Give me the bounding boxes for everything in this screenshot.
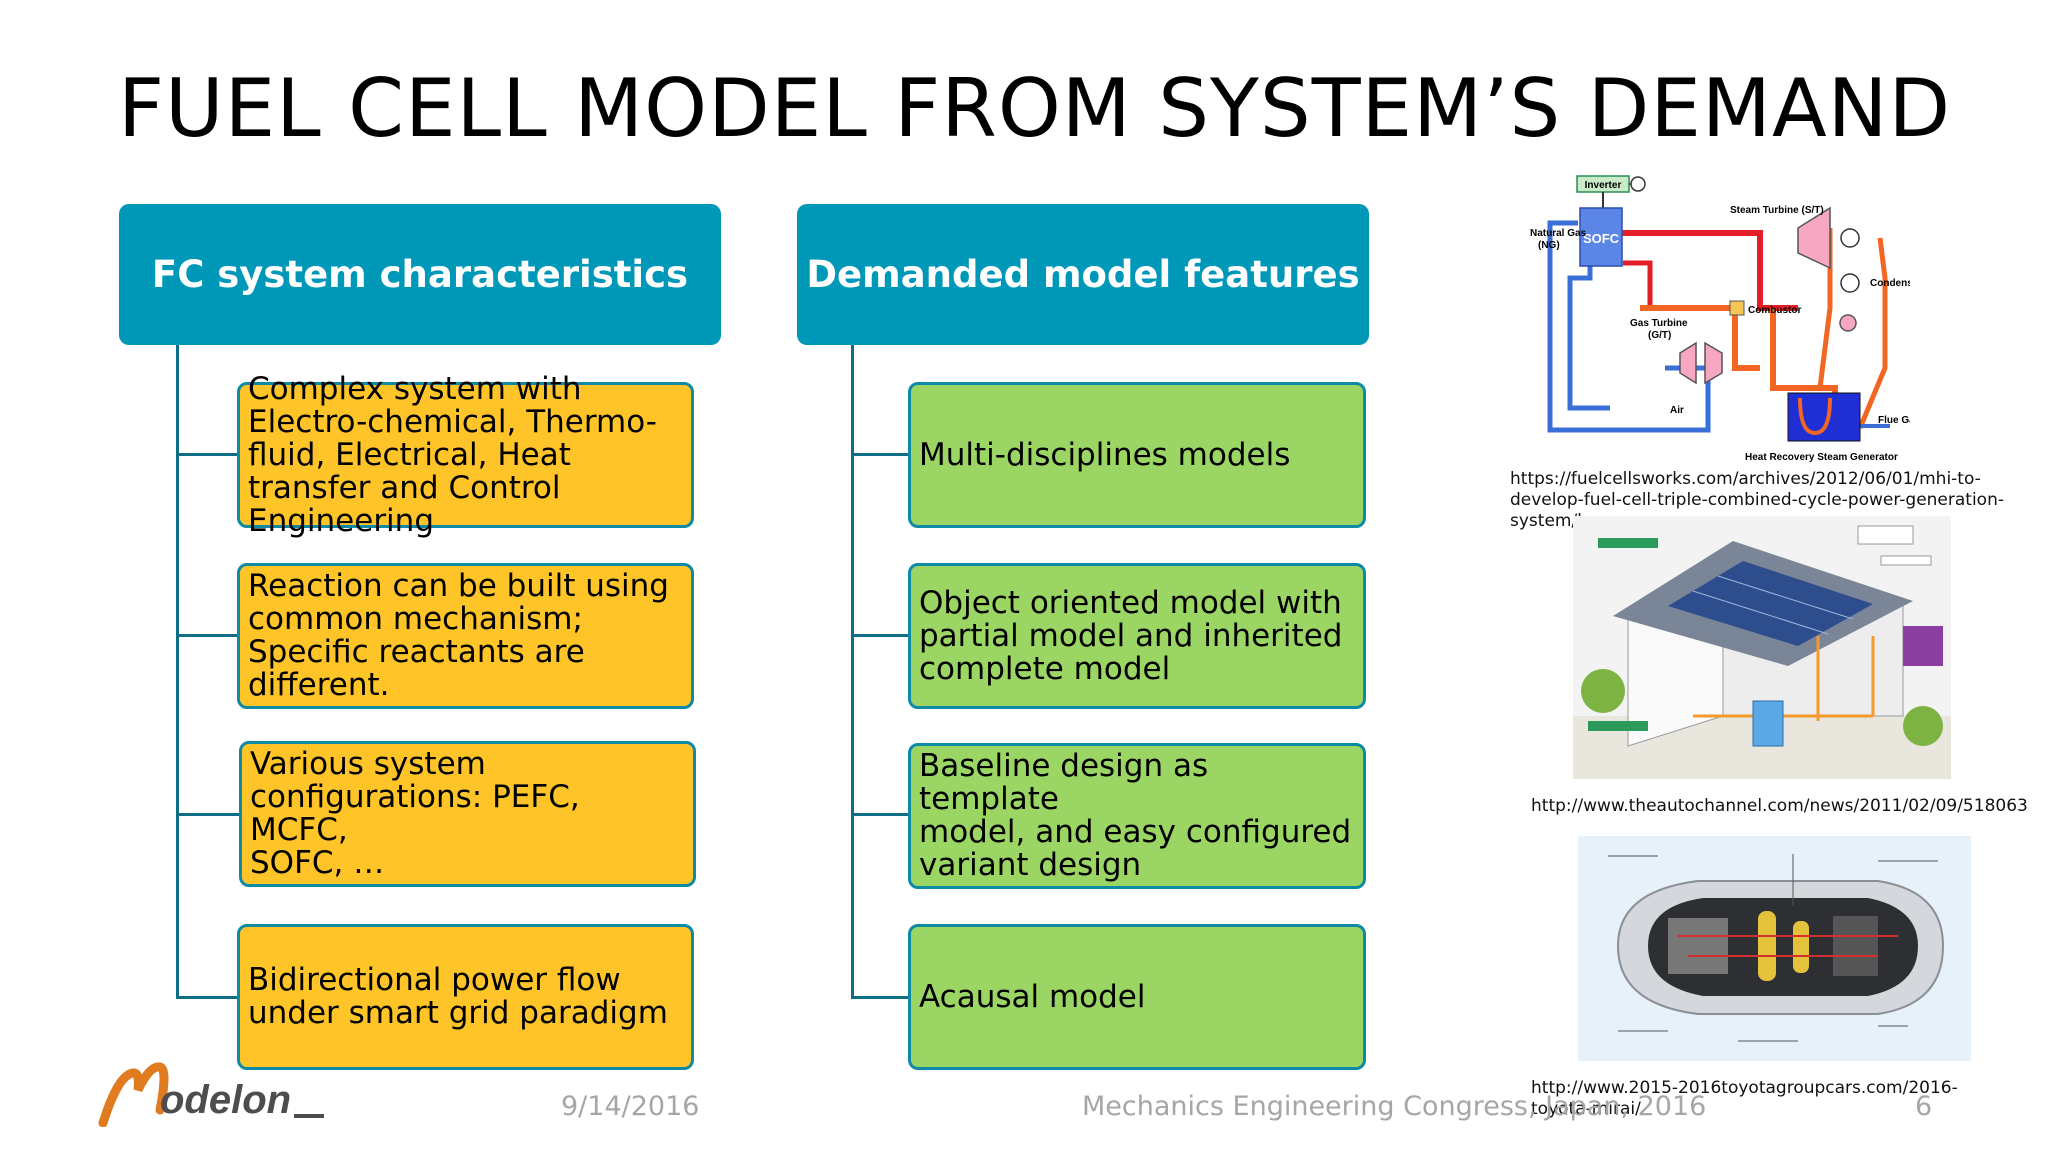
air-label: Air xyxy=(1670,405,1684,416)
right-branch-1 xyxy=(851,453,909,456)
right-item-3-text: Baseline design as template model, and e… xyxy=(919,748,1352,883)
left-tree-trunk xyxy=(176,345,179,997)
sofc-source-url-text: https://fuelcellsworks.com/archives/2012… xyxy=(1510,469,2004,531)
house-source-url[interactable]: http://www.theautochannel.com/news/2011/… xyxy=(1531,796,2028,816)
left-branch-1 xyxy=(176,453,238,456)
modelon-logo: odelon xyxy=(98,1062,324,1127)
condenser-label: Condenser xyxy=(1870,278,1910,289)
hrsg-label: Heat Recovery Steam Generator xyxy=(1745,452,1898,463)
car-source-url-text: http://www.2015-2016toyotagroupcars.com/… xyxy=(1531,1078,1958,1119)
slide-title: FUEL CELL MODEL FROM SYSTEM’S DEMAND xyxy=(118,62,1952,155)
left-branch-2 xyxy=(176,634,238,637)
right-item-2-text: Object oriented model with partial model… xyxy=(919,584,1343,687)
fuel-cell-car-illustration xyxy=(1578,836,1971,1061)
slide-number: 6 xyxy=(1915,1091,1933,1122)
sofc-source-url[interactable]: https://fuelcellsworks.com/archives/2012… xyxy=(1510,469,2004,532)
left-item-1-text: Complex system with Electro-chemical, Th… xyxy=(248,370,657,539)
left-item-4: Bidirectional power flow under smart gri… xyxy=(237,924,694,1070)
steam-turbine-label: Steam Turbine (S/T) xyxy=(1730,205,1824,216)
right-branch-2 xyxy=(851,634,909,637)
svg-text:(G/T): (G/T) xyxy=(1648,330,1671,341)
svg-text:(NG): (NG) xyxy=(1538,240,1560,251)
right-branch-3 xyxy=(851,813,909,816)
house-energy-illustration xyxy=(1573,516,1951,779)
right-item-1-text: Multi-disciplines models xyxy=(919,436,1291,473)
right-item-4: Acausal model xyxy=(908,924,1366,1070)
right-tree-trunk xyxy=(851,345,854,997)
flue-gas-label: Flue Gas xyxy=(1878,415,1910,426)
left-branch-3 xyxy=(176,813,240,816)
footer-date: 9/14/2016 xyxy=(561,1091,700,1122)
left-item-1: Complex system with Electro-chemical, Th… xyxy=(237,372,694,537)
left-column-header: FC system characteristics xyxy=(119,204,721,345)
natural-gas-label: Natural Gas xyxy=(1530,228,1587,239)
sofc-system-diagram: Inverter SOFC Natural Gas (NG) Steam Tur… xyxy=(1530,175,1910,463)
footer-event: Mechanics Engineering Congress, Japan, 2… xyxy=(1082,1091,1707,1122)
left-item-4-text: Bidirectional power flow under smart gri… xyxy=(248,962,668,1031)
modelon-wordmark: odelon xyxy=(160,1078,291,1122)
car-source-url[interactable]: http://www.2015-2016toyotagroupcars.com/… xyxy=(1531,1078,1958,1120)
inverter-label: Inverter xyxy=(1585,180,1622,191)
left-item-2-text: Reaction can be built using common mecha… xyxy=(248,568,669,703)
right-branch-4 xyxy=(851,996,909,999)
right-item-1: Multi-disciplines models xyxy=(908,382,1366,528)
right-item-2: Object oriented model with partial model… xyxy=(908,563,1366,709)
combustor-label: Combustor xyxy=(1748,305,1801,316)
left-branch-4 xyxy=(176,996,238,999)
right-column-header: Demanded model features xyxy=(797,204,1369,345)
right-item-4-text: Acausal model xyxy=(919,978,1146,1015)
left-item-3: Various system configurations: PEFC, MCF… xyxy=(239,741,696,887)
left-item-3-text: Various system configurations: PEFC, MCF… xyxy=(250,746,580,881)
right-item-3: Baseline design as template model, and e… xyxy=(908,743,1366,889)
sofc-label: SOFC xyxy=(1583,231,1620,246)
gas-turbine-label: Gas Turbine xyxy=(1630,318,1688,329)
left-item-2: Reaction can be built using common mecha… xyxy=(237,563,694,709)
